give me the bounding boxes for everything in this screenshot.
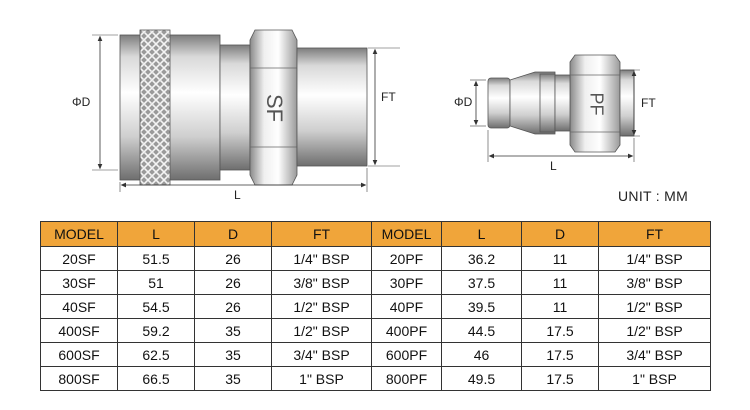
table-cell: 1/2" BSP xyxy=(271,318,372,343)
table-cell: 3/8" BSP xyxy=(598,270,711,295)
plug-thread-end xyxy=(619,69,635,137)
table-cell: 30SF xyxy=(40,270,118,295)
table-cell: 26 xyxy=(194,270,272,295)
table-cell: 37.5 xyxy=(441,270,522,295)
table-cell: 26 xyxy=(194,294,272,319)
spec-table: MODEL L D FT MODEL L D FT 20SF 51.5 26 1… xyxy=(40,221,711,391)
table-cell: 35 xyxy=(194,366,272,391)
table-cell: 800SF xyxy=(40,366,118,391)
plug-thread-label: FT xyxy=(641,96,656,110)
table-cell: 17.5 xyxy=(521,342,599,367)
table-cell: 36.2 xyxy=(441,246,522,271)
table-row: 30SF 51 26 3/8" BSP 30PF 37.5 11 3/8" BS… xyxy=(40,270,711,295)
table-cell: 66.5 xyxy=(117,366,195,391)
table-row: 20SF 51.5 26 1/4" BSP 20PF 36.2 11 1/4" … xyxy=(40,246,711,271)
table-cell: 1/4" BSP xyxy=(598,246,711,271)
header-model-pf: MODEL xyxy=(371,221,442,247)
socket-thread-label: FT xyxy=(381,90,396,104)
table-cell: 49.5 xyxy=(441,366,522,391)
header-diameter-pf: D xyxy=(521,221,599,247)
table-cell: 600PF xyxy=(371,342,442,367)
socket-neck xyxy=(219,44,251,171)
header-thread-sf: FT xyxy=(271,221,372,247)
header-diameter-sf: D xyxy=(194,221,272,247)
socket-drawing: SF ΦD FT L xyxy=(72,29,400,202)
table-cell: 3/8" BSP xyxy=(271,270,372,295)
table-cell: 400PF xyxy=(371,318,442,343)
header-length-sf: L xyxy=(117,221,195,247)
header-thread-pf: FT xyxy=(598,221,711,247)
table-cell: 1/2" BSP xyxy=(271,294,372,319)
header-model-sf: MODEL xyxy=(40,221,118,247)
table-cell: 44.5 xyxy=(441,318,522,343)
plug-body-label: PF xyxy=(586,92,606,115)
table-cell: 17.5 xyxy=(521,318,599,343)
socket-knurl xyxy=(139,29,171,186)
unit-label: UNIT : MM xyxy=(618,188,689,204)
plug-hex xyxy=(569,54,621,153)
table-cell: 1/2" BSP xyxy=(598,318,711,343)
table-cell: 11 xyxy=(521,270,599,295)
table-cell: 30PF xyxy=(371,270,442,295)
table-cell: 35 xyxy=(194,318,272,343)
table-cell: 400SF xyxy=(40,318,118,343)
table-cell: 35 xyxy=(194,342,272,367)
table-cell: 600SF xyxy=(40,342,118,367)
table-cell: 39.5 xyxy=(441,294,522,319)
table-cell: 1" BSP xyxy=(598,366,711,391)
table-cell: 800PF xyxy=(371,366,442,391)
table-cell: 54.5 xyxy=(117,294,195,319)
table-cell: 11 xyxy=(521,294,599,319)
table-cell: 40PF xyxy=(371,294,442,319)
table-header-row: MODEL L D FT MODEL L D FT xyxy=(40,221,711,247)
technical-drawing: SF ΦD FT L PF ΦD xyxy=(72,29,656,202)
table-row: 800SF 66.5 35 1" BSP 800PF 49.5 17.5 1" … xyxy=(40,366,711,391)
table-row: 600SF 62.5 35 3/4" BSP 600PF 46 17.5 3/4… xyxy=(40,342,711,367)
socket-hex xyxy=(249,29,298,186)
table-cell: 51.5 xyxy=(117,246,195,271)
table-cell: 62.5 xyxy=(117,342,195,367)
plug-diameter-label: ΦD xyxy=(454,95,473,109)
socket-diameter-label: ΦD xyxy=(72,95,91,109)
table-row: 40SF 54.5 26 1/2" BSP 40PF 39.5 11 1/2" … xyxy=(40,294,711,319)
table-cell: 26 xyxy=(194,246,272,271)
table-row: 400SF 59.2 35 1/2" BSP 400PF 44.5 17.5 1… xyxy=(40,318,711,343)
table-cell: 1" BSP xyxy=(271,366,372,391)
socket-body-label: SF xyxy=(262,94,287,122)
plug-length-label: L xyxy=(550,159,557,173)
table-cell: 11 xyxy=(521,246,599,271)
table-cell: 17.5 xyxy=(521,366,599,391)
table-cell: 20PF xyxy=(371,246,442,271)
socket-thread-end xyxy=(296,47,368,167)
table-cell: 1/2" BSP xyxy=(598,294,711,319)
table-cell: 59.2 xyxy=(117,318,195,343)
socket-length-label: L xyxy=(234,188,241,202)
table-cell: 3/4" BSP xyxy=(598,342,711,367)
table-cell: 20SF xyxy=(40,246,118,271)
plug-nose xyxy=(487,77,511,129)
table-cell: 1/4" BSP xyxy=(271,246,372,271)
header-length-pf: L xyxy=(441,221,522,247)
table-cell: 51 xyxy=(117,270,195,295)
table-cell: 46 xyxy=(441,342,522,367)
table-cell: 3/4" BSP xyxy=(271,342,372,367)
table-cell: 40SF xyxy=(40,294,118,319)
plug-drawing: PF ΦD FT L xyxy=(454,54,656,173)
